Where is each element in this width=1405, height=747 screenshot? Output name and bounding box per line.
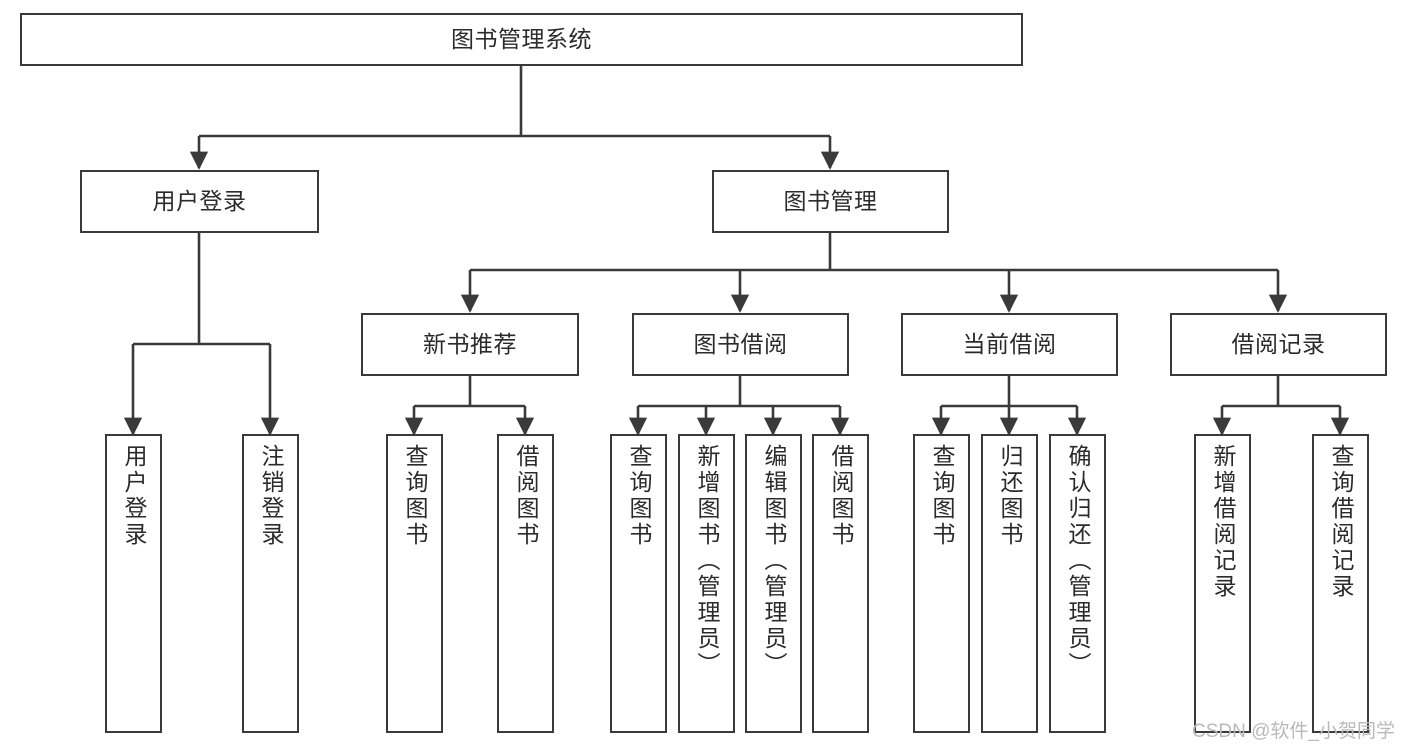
node-leaf-borrow-book-1[interactable]: 借阅图书 [497, 434, 554, 733]
node-borrow-record[interactable]: 借阅记录 [1170, 313, 1387, 376]
node-leaf-borrow-book-1-label: 借阅图书 [513, 444, 539, 548]
node-leaf-user-login[interactable]: 用户登录 [105, 434, 162, 733]
node-leaf-add-record-label: 新增借阅记录 [1210, 444, 1236, 600]
node-leaf-edit-book-label: 编辑图书（管理员） [761, 444, 787, 678]
node-leaf-borrow-book-2-label: 借阅图书 [828, 444, 854, 548]
node-leaf-add-book-label: 新增图书（管理员） [694, 444, 720, 678]
node-book-manage-label: 图书管理 [783, 187, 878, 214]
node-book-borrow[interactable]: 图书借阅 [632, 313, 849, 376]
node-leaf-query-book-2-label: 查询图书 [626, 444, 652, 548]
node-borrow-record-label: 借阅记录 [1231, 330, 1326, 357]
node-leaf-user-login-label: 用户登录 [121, 444, 147, 548]
node-new-book-rec-label: 新书推荐 [423, 330, 517, 357]
node-leaf-query-book-1[interactable]: 查询图书 [386, 434, 443, 733]
node-book-borrow-label: 图书借阅 [693, 330, 788, 357]
node-leaf-query-record-label: 查询借阅记录 [1328, 444, 1354, 600]
node-leaf-confirm-return[interactable]: 确认归还（管理员） [1049, 434, 1106, 733]
node-leaf-logout-login-label: 注销登录 [258, 444, 284, 548]
node-leaf-query-book-3[interactable]: 查询图书 [913, 434, 970, 733]
csdn-watermark: CSDN @软件_小贺同学 [1192, 721, 1395, 742]
node-leaf-logout-login[interactable]: 注销登录 [242, 434, 299, 733]
node-current-borrow-label: 当前借阅 [962, 330, 1057, 357]
node-root[interactable]: 图书管理系统 [20, 13, 1023, 66]
node-leaf-edit-book[interactable]: 编辑图书（管理员） [745, 434, 802, 733]
node-leaf-return-book[interactable]: 归还图书 [981, 434, 1038, 733]
node-leaf-confirm-return-label: 确认归还（管理员） [1065, 444, 1091, 678]
node-leaf-query-book-2[interactable]: 查询图书 [610, 434, 667, 733]
node-user-login[interactable]: 用户登录 [80, 170, 319, 233]
node-leaf-query-book-3-label: 查询图书 [929, 444, 955, 548]
node-leaf-query-record[interactable]: 查询借阅记录 [1312, 434, 1369, 733]
node-new-book-rec[interactable]: 新书推荐 [361, 313, 579, 376]
node-leaf-add-book[interactable]: 新增图书（管理员） [678, 434, 735, 733]
node-leaf-return-book-label: 归还图书 [997, 444, 1023, 548]
node-root-label: 图书管理系统 [451, 25, 592, 52]
node-user-login-label: 用户登录 [152, 187, 247, 214]
node-leaf-query-book-1-label: 查询图书 [402, 444, 428, 548]
node-current-borrow[interactable]: 当前借阅 [901, 313, 1118, 376]
node-leaf-borrow-book-2[interactable]: 借阅图书 [812, 434, 869, 733]
node-book-manage[interactable]: 图书管理 [712, 170, 949, 233]
node-leaf-add-record[interactable]: 新增借阅记录 [1194, 434, 1251, 733]
